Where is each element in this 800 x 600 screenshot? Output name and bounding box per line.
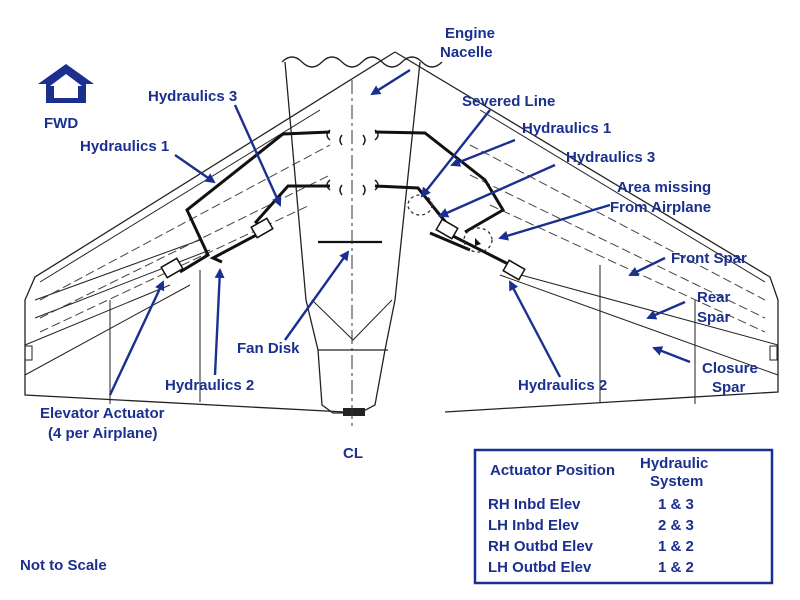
table-header-system-1: Hydraulic (640, 455, 708, 472)
engine-nacelle (281, 56, 443, 416)
hydraulics-3-right-label: Hydraulics 3 (566, 149, 655, 166)
damage-markers (407, 194, 493, 253)
centerline-label: CL (343, 445, 363, 462)
table-row-system: 1 & 3 (658, 496, 694, 513)
hydraulics-1-left-label: Hydraulics 1 (80, 138, 169, 155)
hydraulics-1-right-label: Hydraulics 1 (522, 120, 611, 137)
hydraulics-3-left-label: Hydraulics 3 (148, 88, 237, 105)
table-header-system-2: System (650, 473, 703, 490)
not-to-scale-label: Not to Scale (20, 557, 107, 574)
missing-area-fragment (475, 238, 481, 246)
fwd-label: FWD (44, 115, 78, 132)
table-row-position: RH Outbd Elev (488, 538, 594, 555)
table-header-position: Actuator Position (490, 462, 615, 479)
front-spar-label: Front Spar (671, 250, 747, 267)
spar-lines (39, 144, 766, 333)
table-row-position: RH Inbd Elev (488, 496, 581, 513)
fan-disk-label: Fan Disk (237, 340, 300, 357)
area-missing-label-1: Area missing (617, 179, 711, 196)
rear-spar-label-1: Rear (697, 289, 731, 306)
area-missing-label-2: From Airplane (610, 199, 711, 216)
closure-spar-label-1: Closure (702, 360, 758, 377)
table-row-system: 1 & 2 (658, 538, 694, 555)
hydraulics-2-right-label: Hydraulics 2 (518, 377, 607, 394)
table-row-system: 1 & 2 (658, 559, 694, 576)
hydraulics-2-left-label: Hydraulics 2 (165, 377, 254, 394)
elevator-actuator-label-1: Elevator Actuator (40, 405, 165, 422)
stabilizer-outline (24, 51, 779, 413)
elevator-actuator-label-2: (4 per Airplane) (48, 425, 157, 442)
table-row-position: LH Inbd Elev (488, 517, 580, 534)
table-row-system: 2 & 3 (658, 517, 694, 534)
severed-line-label: Severed Line (462, 93, 555, 110)
hydraulic-lines-left (179, 130, 331, 274)
closure-spar-label-2: Spar (712, 379, 746, 396)
engine-nacelle-label-2: Nacelle (440, 44, 493, 61)
actuator-table: Actuator Position Hydraulic System RH In… (473, 448, 774, 585)
rear-spar-label-2: Spar (697, 309, 731, 326)
forward-arrow-icon (38, 64, 94, 103)
table-row-position: LH Outbd Elev (488, 559, 592, 576)
annotation-arrows (108, 68, 691, 396)
hydraulic-lines-right (374, 130, 521, 272)
elevator-actuators (160, 217, 526, 281)
engine-nacelle-label-1: Engine (445, 25, 495, 42)
